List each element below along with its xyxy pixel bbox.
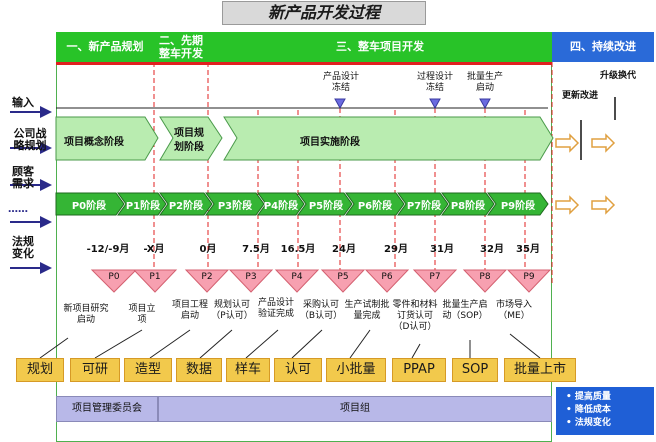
- month-p6: 29月: [384, 244, 408, 255]
- month-p3: 7.5月: [242, 244, 270, 255]
- chip-ppap: PPAP: [392, 358, 446, 382]
- desc-p9: 市场导入（ME）: [495, 300, 532, 321]
- chip-market-launch: 批量上市: [504, 358, 576, 382]
- right-arrows: [555, 133, 616, 215]
- section-header-project: 三、整车项目开发: [208, 32, 552, 62]
- milestone-p2: P2: [201, 272, 213, 282]
- milestone-p8: P8: [479, 272, 491, 282]
- phase-p1: P1阶段: [125, 201, 161, 212]
- bullet-regulation-text: 法规变化: [574, 418, 611, 428]
- month-p4: 16.5月: [280, 244, 316, 255]
- milestone-p7: P7: [429, 272, 441, 282]
- milestone-p5: P5: [337, 272, 349, 282]
- improve-label: 更新改进: [562, 91, 599, 101]
- milestone-p4: P4: [291, 272, 303, 282]
- phase-p7: P7阶段: [406, 201, 442, 212]
- label-strategy: 公司战略规划: [13, 127, 47, 152]
- section-header-advance: 二、先期 整车开发: [154, 32, 208, 62]
- red-divider: [56, 62, 552, 65]
- milestone-p0: P0: [108, 272, 120, 282]
- chip-approval: 认可: [274, 358, 322, 382]
- section-header-advance-line2: 整车开发: [159, 47, 203, 60]
- phase-p9: P9阶段: [500, 201, 536, 212]
- section-header-advance-line1: 二、先期: [159, 34, 203, 47]
- month-p2: 0月: [199, 244, 217, 255]
- desc-p3: 规划认可（P认可）: [211, 300, 253, 321]
- upgrade-arrows: [580, 97, 616, 160]
- desc-p0: 新项目研究启动: [63, 304, 109, 325]
- bullet-regulation: • 法规变化: [566, 418, 611, 428]
- chip-data: 数据: [176, 358, 222, 382]
- phase-p3: P3阶段: [217, 201, 253, 212]
- milestone-triangles: [90, 269, 552, 293]
- team-bar: 项目组: [158, 396, 552, 422]
- desc-p7: 零件和材料订货认可（D认可）: [392, 300, 438, 332]
- improvement-box: • 提高质量 • 降低成本 • 法规变化: [556, 387, 654, 435]
- desc-p1: 项目立项: [128, 304, 156, 325]
- phase-p8: P8阶段: [450, 201, 486, 212]
- milestone-p6: P6: [381, 272, 393, 282]
- label-input: 输入: [12, 96, 34, 109]
- bullet-cost-text: 降低成本: [574, 405, 611, 415]
- month-p9: 35月: [516, 244, 540, 255]
- left-arrows: [10, 106, 52, 274]
- stage-planning: 项目规划阶段: [174, 128, 204, 153]
- desc-p5: 采购认可（B认可）: [299, 300, 343, 321]
- chip-prototype: 样车: [226, 358, 270, 382]
- milestone-p1: P1: [149, 272, 161, 282]
- section-header-planning: 一、新产品规划: [56, 32, 154, 62]
- chip-styling: 造型: [124, 358, 172, 382]
- committee-bar: 项目管理委员会: [56, 396, 158, 422]
- label-dots: ……: [8, 204, 28, 215]
- desc-p8: 批量生产启动（SOP）: [442, 300, 488, 321]
- freeze-process-label: 过程设计冻结: [416, 72, 453, 93]
- desc-p2: 项目工程启动: [172, 300, 209, 321]
- freeze-sop-label: 批量生产启动: [466, 72, 503, 93]
- chip-connectors: [39, 329, 541, 359]
- month-p5: 24月: [332, 244, 356, 255]
- month-p7: 31月: [430, 244, 454, 255]
- chip-feasibility: 可研: [70, 358, 120, 382]
- stage-implementation: 项目实施阶段: [300, 137, 360, 148]
- chip-small-batch: 小批量: [326, 358, 386, 382]
- desc-p4: 产品设计验证完成: [257, 298, 294, 319]
- label-customer: 顾客需求: [12, 165, 34, 190]
- freeze-markers: [334, 98, 491, 110]
- upgrade-label: 升级换代: [600, 71, 637, 81]
- freeze-product-label: 产品设计冻结: [322, 72, 359, 93]
- phase-p0: P0阶段: [71, 201, 107, 212]
- month-p0: -12/-9月: [86, 244, 130, 255]
- stage-concept: 项目概念阶段: [64, 137, 124, 148]
- chip-sop: SOP: [452, 358, 498, 382]
- phase-p4: P4阶段: [263, 201, 299, 212]
- milestone-p3: P3: [245, 272, 257, 282]
- section-header-improve: 四、持续改进: [552, 32, 654, 62]
- month-p1: -X月: [143, 244, 165, 255]
- page-title: 新产品开发过程: [222, 1, 426, 25]
- label-regulation: 法规变化: [12, 235, 34, 260]
- milestone-p9: P9: [523, 272, 535, 282]
- phase-p2: P2阶段: [168, 201, 204, 212]
- bullet-cost: • 降低成本: [566, 405, 611, 415]
- stage-arrows: [55, 116, 554, 161]
- phase-p6: P6阶段: [357, 201, 393, 212]
- phase-arrows: [55, 192, 549, 216]
- phase-p5: P5阶段: [308, 201, 344, 212]
- month-p8: 32月: [480, 244, 504, 255]
- chip-planning: 规划: [16, 358, 64, 382]
- bullet-quality: • 提高质量: [566, 392, 611, 402]
- bullet-quality-text: 提高质量: [574, 392, 611, 402]
- desc-p6: 生产试制批量完成: [344, 300, 390, 321]
